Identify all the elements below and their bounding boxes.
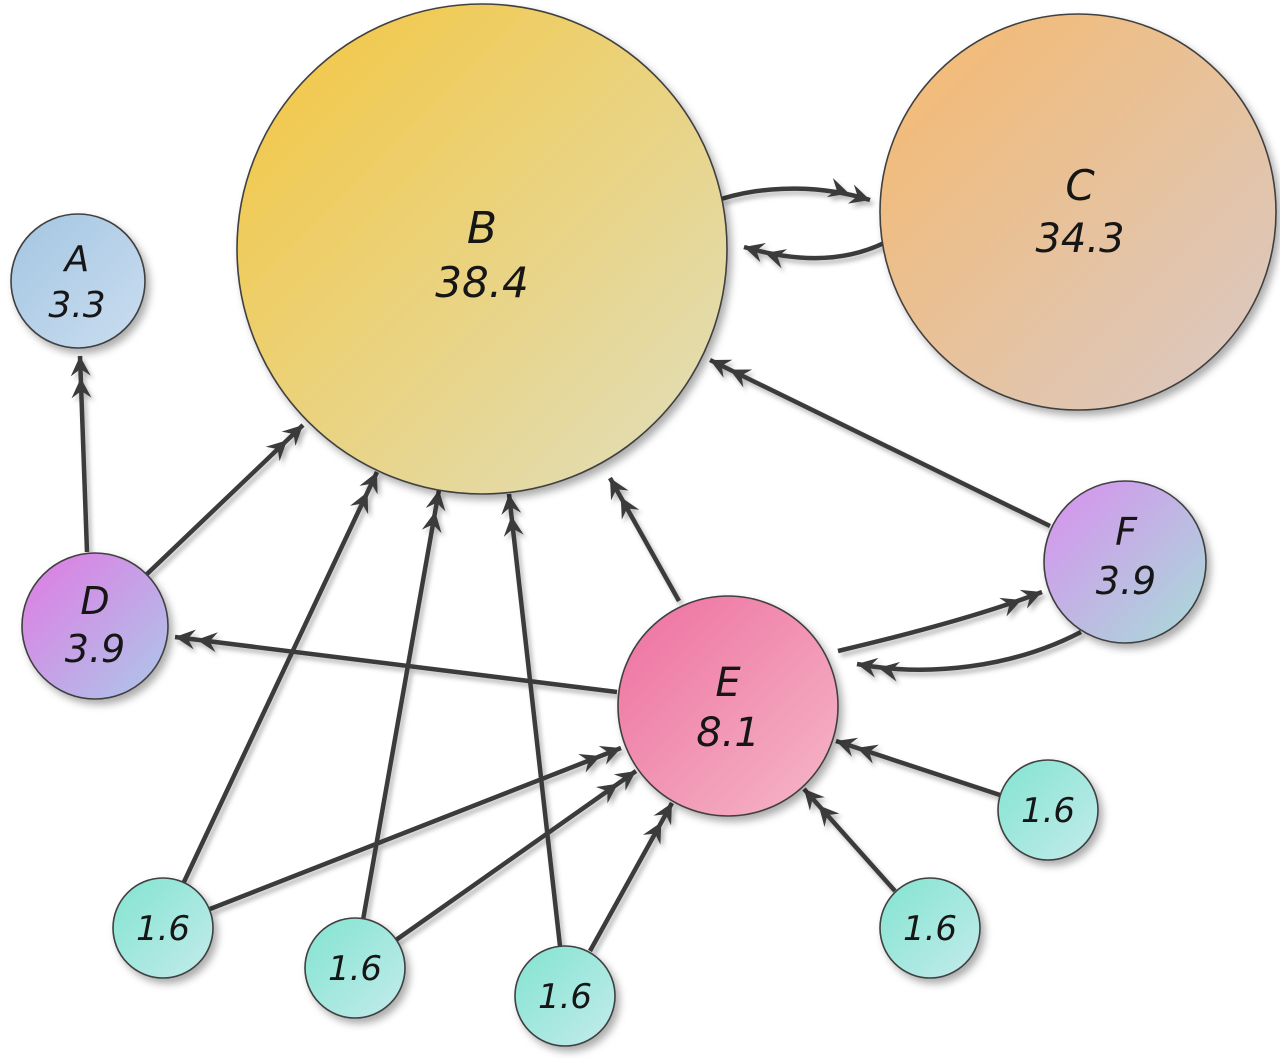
edge-small3-to-e	[588, 801, 674, 953]
edge-small4-to-e	[802, 787, 897, 893]
node-small-5-value: 1.6	[1021, 791, 1075, 831]
node-b-label: B	[467, 203, 497, 254]
node-a-value: 3.3	[48, 285, 105, 326]
edge-layer	[70, 177, 1083, 953]
node-b: B 38.4	[236, 3, 728, 495]
node-c-circle	[879, 13, 1277, 411]
node-a: A 3.3	[10, 213, 146, 349]
node-small-3: 1.6	[514, 945, 616, 1047]
node-small-5: 1.6	[997, 759, 1099, 861]
edge-small5-to-e	[835, 737, 1001, 798]
node-d-value: 3.9	[65, 627, 125, 671]
edge-small3-to-b	[501, 493, 563, 947]
node-d-label: D	[80, 579, 109, 623]
node-c-value: 34.3	[1035, 216, 1124, 262]
edge-f-to-b	[709, 357, 1051, 529]
node-f-circle	[1043, 480, 1207, 644]
node-small-2: 1.6	[304, 917, 406, 1019]
node-f: F 3.9	[1043, 480, 1207, 644]
edge-d-to-a	[70, 355, 92, 553]
node-e-label: E	[715, 660, 741, 706]
node-d: D 3.9	[21, 552, 169, 700]
node-a-label: A	[63, 239, 90, 280]
edge-b-to-c	[720, 177, 871, 204]
edge-e-to-d	[174, 629, 618, 695]
node-f-label: F	[1115, 510, 1138, 554]
node-e-value: 8.1	[696, 710, 760, 756]
node-a-circle	[10, 213, 146, 349]
node-small-2-circle	[304, 917, 406, 1019]
node-small-5-circle	[997, 759, 1099, 861]
node-small-4-circle	[879, 877, 981, 979]
node-e-circle	[617, 595, 839, 817]
node-e: E 8.1	[617, 595, 839, 817]
node-b-circle	[236, 3, 728, 495]
node-small-2-value: 1.6	[328, 949, 382, 989]
node-b-value: 38.4	[435, 258, 529, 307]
node-small-4: 1.6	[879, 877, 981, 979]
node-f-value: 3.9	[1096, 559, 1156, 603]
edge-small1-to-e	[209, 745, 622, 912]
edge-small2-to-b	[360, 489, 446, 921]
edge-c-to-b	[743, 240, 885, 269]
node-small-1-value: 1.6	[136, 909, 190, 949]
edge-small1-to-b	[180, 471, 380, 885]
node-small-4-value: 1.6	[903, 909, 957, 949]
node-c-label: C	[1065, 161, 1095, 210]
node-c: C 34.3	[879, 13, 1277, 411]
node-small-1-circle	[112, 877, 214, 979]
node-d-circle	[21, 552, 169, 700]
edge-small2-to-e	[394, 769, 638, 942]
edge-d-to-b	[145, 423, 305, 576]
edge-e-to-b	[608, 476, 681, 603]
node-layer: B 38.4 C 34.3 A 3.3 D 3.9 E 8.1 F 3.9	[10, 3, 1277, 1047]
edge-f-to-e	[856, 630, 1083, 682]
edge-e-to-f	[837, 589, 1043, 654]
node-small-3-circle	[514, 945, 616, 1047]
node-small-3-value: 1.6	[538, 977, 592, 1017]
node-small-1: 1.6	[112, 877, 214, 979]
